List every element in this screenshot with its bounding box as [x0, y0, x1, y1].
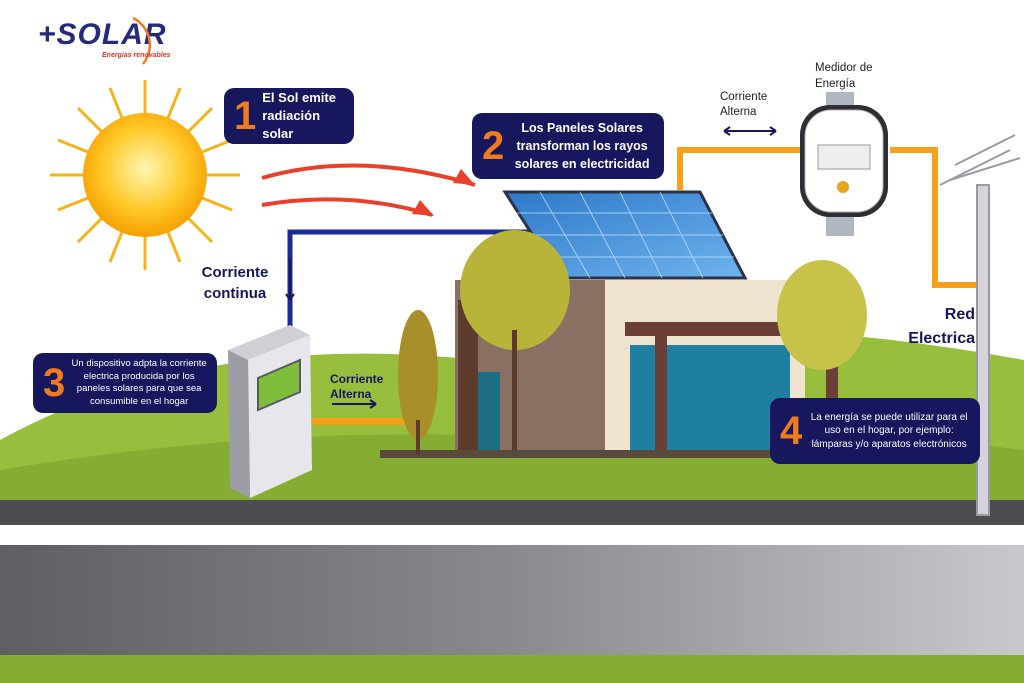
ac-current-meter-label: Corriente Alterna — [720, 91, 768, 118]
step-text: Un dispositivo adpta la corriente electr… — [71, 358, 207, 407]
ac-arrow-meter — [723, 126, 777, 136]
sun-icon — [50, 80, 240, 270]
step-number: 3 — [43, 361, 66, 405]
logo-brand: +SOLAR — [38, 18, 167, 51]
ac-arrow-inverter — [332, 399, 377, 409]
logo: +SOLAR Energias renovables — [38, 16, 170, 65]
step-4-box: 4 La energía se puede utilizar para el u… — [770, 398, 980, 464]
inverter-device — [228, 325, 312, 498]
meter-label: Medidor de Energía — [815, 62, 873, 90]
step-text: Los Paneles Solares transforman los rayo… — [514, 121, 650, 171]
step-1-box: 1 El Sol emite radiación solar — [224, 88, 354, 144]
ray-arrow — [261, 197, 433, 217]
step-number: 4 — [780, 409, 803, 453]
tree — [460, 230, 570, 350]
step-2-box: 2 Los Paneles Solares transforman los ra… — [472, 113, 664, 179]
step-text: La energía se puede utilizar para el uso… — [810, 411, 968, 450]
grid-label: Red Electrica — [908, 306, 975, 347]
step-number: 2 — [482, 124, 505, 168]
tree — [398, 310, 438, 440]
step-number: 1 — [234, 94, 257, 138]
ac-wire-inverter — [312, 418, 412, 425]
road — [0, 500, 1024, 525]
step-text: El Sol emite radiación solar — [262, 90, 336, 141]
dc-arrow — [285, 258, 295, 301]
step-3-box: 3 Un dispositivo adpta la corriente elec… — [33, 353, 217, 413]
lower-road — [0, 545, 1024, 655]
utility-pole — [939, 134, 1021, 516]
ac-current-inverter-label: Corriente Alterna — [330, 372, 384, 401]
tree — [777, 260, 867, 370]
logo-tagline: Energias renovables — [102, 52, 171, 59]
logo-arc-icon — [132, 16, 152, 65]
ray-arrow — [261, 163, 476, 187]
dc-current-label: Corriente continua — [201, 264, 269, 302]
ac-wire-meter — [677, 147, 985, 288]
energy-meter-icon — [800, 92, 888, 236]
